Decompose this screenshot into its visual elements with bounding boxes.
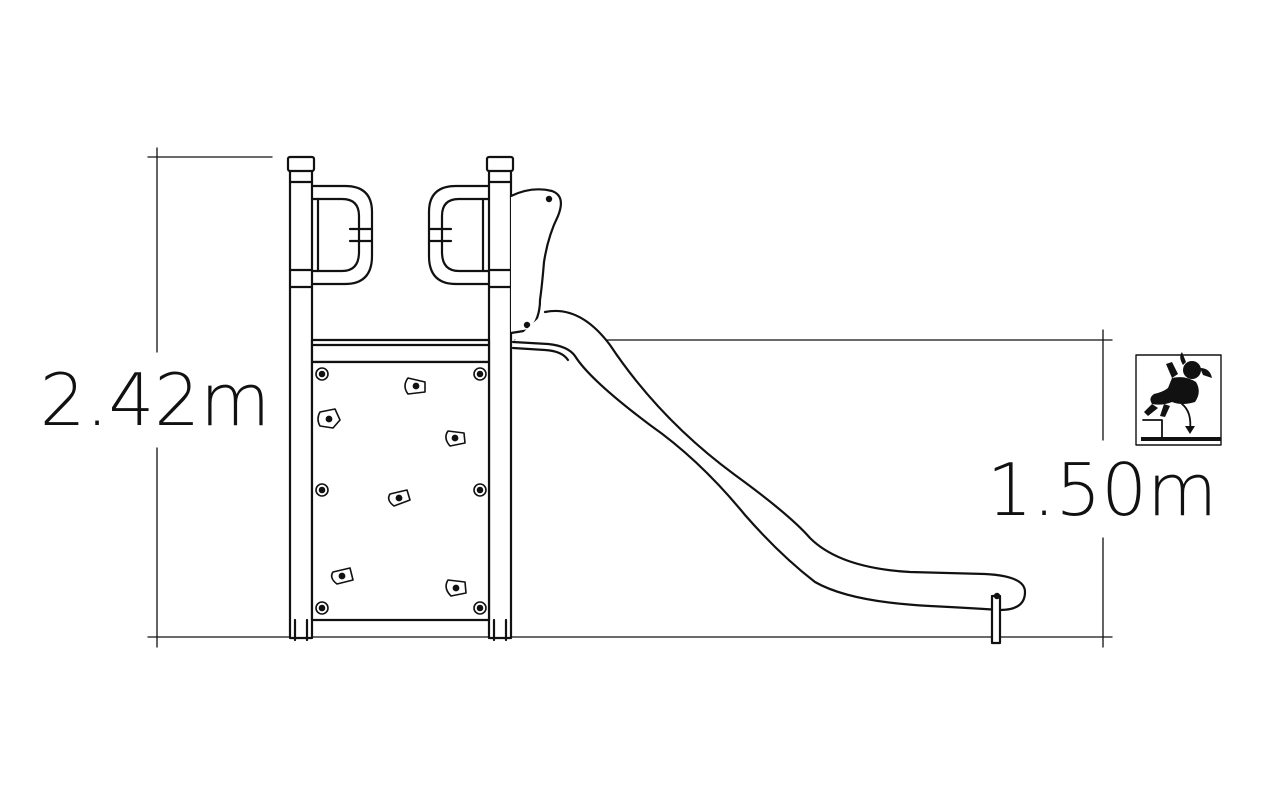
right-post	[487, 166, 513, 640]
fall-height-icon	[1135, 352, 1222, 446]
wall-bolts	[315, 367, 487, 615]
climbing-holds	[317, 377, 467, 597]
slide-side-panel	[509, 188, 563, 335]
right-post-cap	[485, 155, 515, 173]
platform-height-label: 1.50m	[987, 448, 1217, 532]
slide-chute	[511, 309, 1027, 612]
right-handle	[427, 184, 491, 286]
slide-end-support	[990, 594, 1002, 645]
left-post-cap	[286, 155, 316, 173]
total-height-label: 2.42m	[40, 358, 270, 442]
left-post	[288, 166, 314, 640]
left-handle	[310, 184, 374, 286]
platform-deck	[310, 338, 491, 364]
tower	[286, 155, 515, 642]
slide	[509, 188, 1027, 645]
